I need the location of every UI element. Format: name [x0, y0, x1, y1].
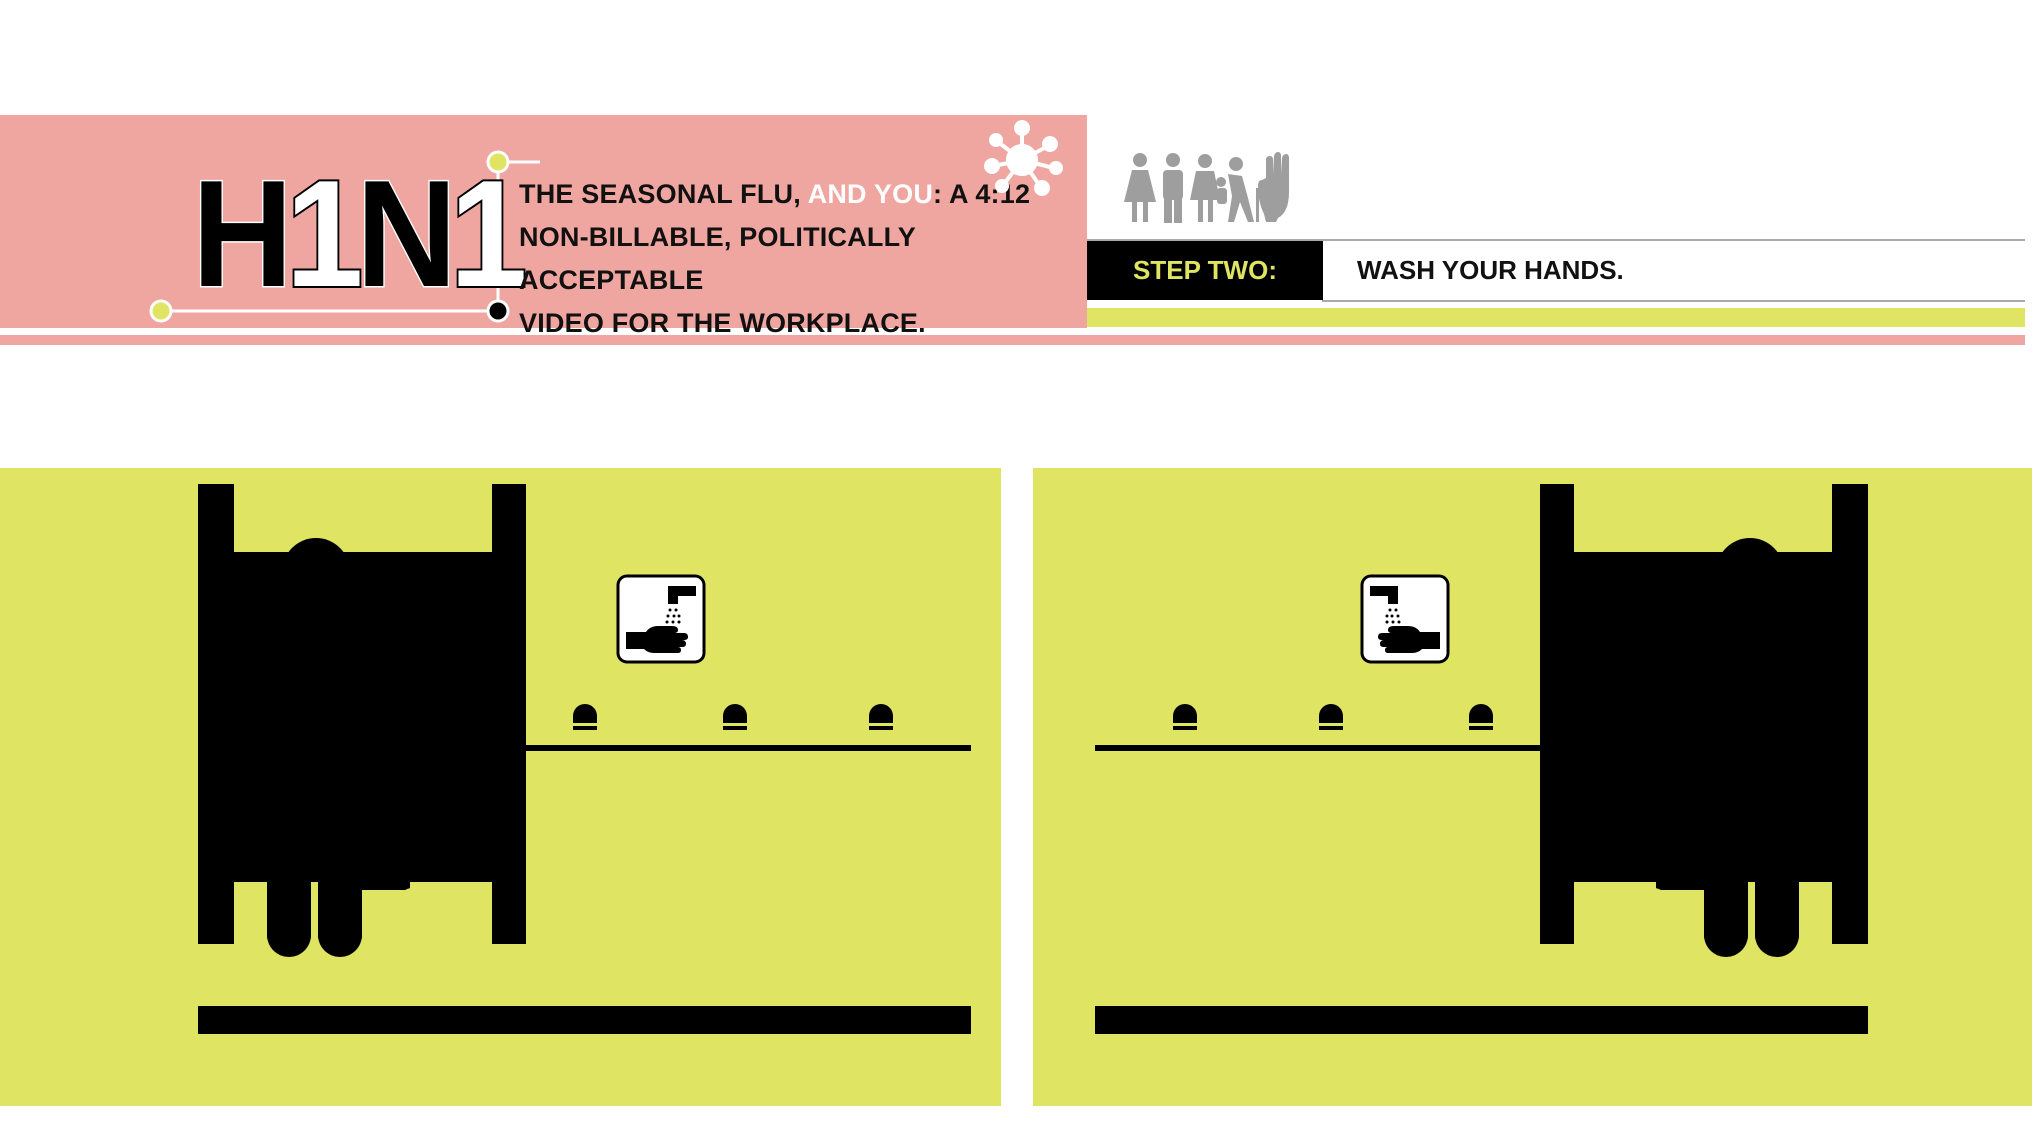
logo-digit-1: 1	[284, 149, 365, 319]
step-rule-top	[1087, 239, 2025, 241]
restroom-stall	[198, 484, 526, 944]
right-scene-illustration	[1095, 484, 1868, 1034]
handwash-icon	[1360, 574, 1450, 664]
pink-divider-stripe	[0, 335, 2025, 345]
connector-node-right	[486, 299, 510, 323]
tagline-line-2: NON-BILLABLE, POLITICALLY ACCEPTABLE	[519, 222, 916, 295]
right-scene	[1033, 468, 2032, 1106]
virus-icon	[984, 120, 1063, 196]
left-scene	[0, 468, 1001, 1106]
wall-line	[526, 745, 971, 751]
restroom-stall	[1540, 484, 1868, 944]
logo-connector-lines	[149, 150, 540, 323]
floor-bar	[1095, 1006, 1868, 1034]
connector-node-top	[486, 150, 510, 174]
stall-occupant-feet	[267, 868, 410, 957]
floor-bar	[198, 1006, 971, 1034]
h1n1-logo: H1N1	[191, 156, 530, 312]
handwash-icon	[616, 574, 706, 664]
lime-divider-stripe	[1087, 308, 2025, 327]
wall-lights	[573, 704, 893, 730]
step-label-box: STEP TWO:	[1087, 241, 1323, 300]
wall-line	[1095, 745, 1540, 751]
wall-lights	[1173, 704, 1493, 730]
logo-digit-1b: 1	[448, 149, 529, 319]
people-group-icon	[1124, 152, 1289, 223]
logo-letter-n: N	[355, 149, 459, 319]
header-banner	[0, 115, 1087, 328]
step-label: STEP TWO:	[1133, 255, 1277, 285]
logo-letter-h: H	[191, 149, 295, 319]
tagline-line-3: VIDEO FOR THE WORKPLACE.	[519, 308, 926, 338]
left-scene-illustration	[198, 484, 971, 1034]
stall-occupant-feet	[1656, 868, 1799, 957]
connector-node-left	[149, 299, 173, 323]
tagline-highlight: AND YOU	[807, 179, 934, 209]
step-rule-bottom	[1322, 300, 2025, 302]
step-instruction: WASH YOUR HANDS.	[1357, 255, 1624, 285]
tagline-part-2: : A 4:12	[933, 179, 1031, 209]
tagline-part-1: THE SEASONAL FLU,	[519, 179, 808, 209]
